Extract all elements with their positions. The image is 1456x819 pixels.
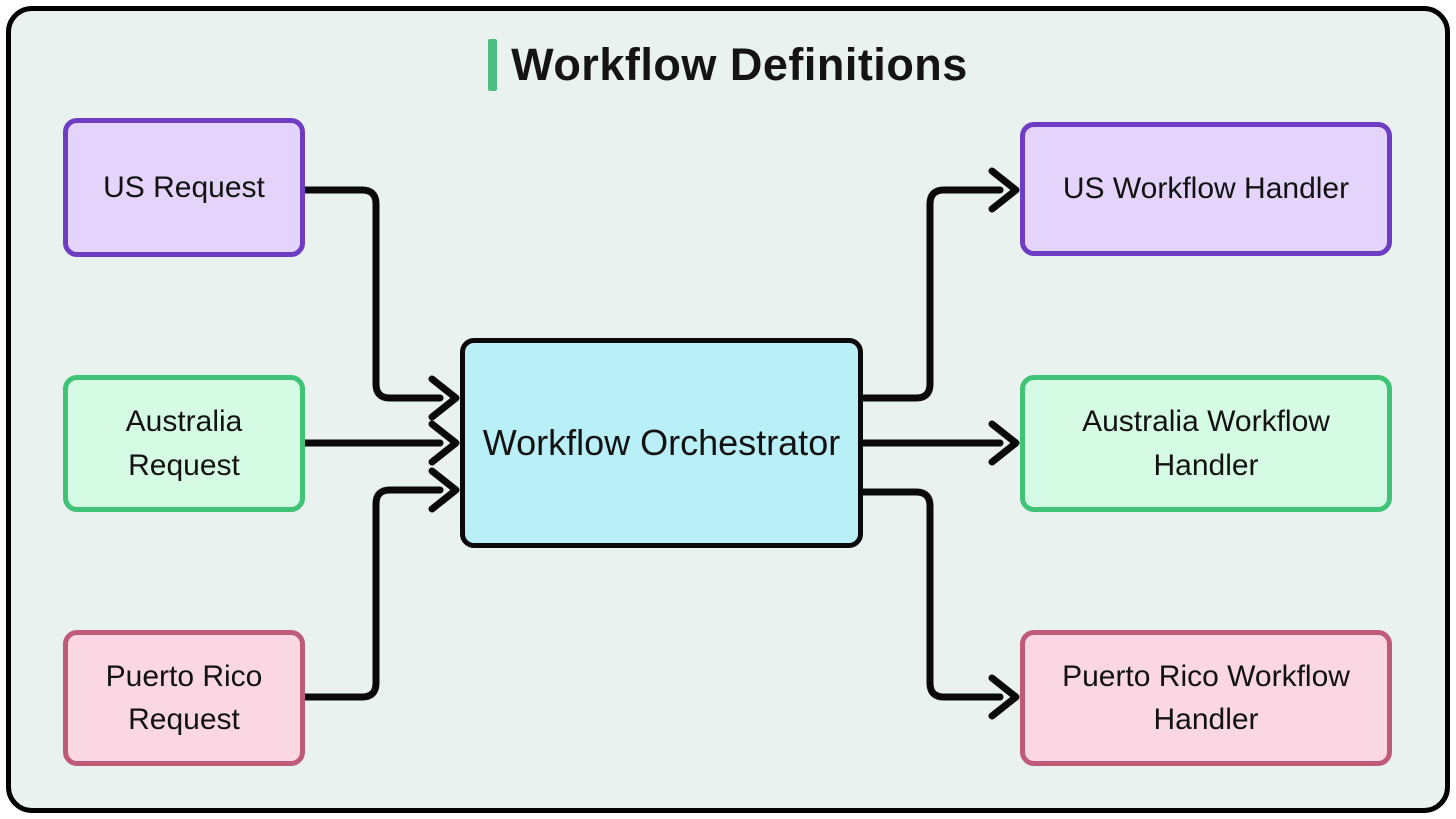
node-puerto-rico-workflow-handler-label: Puerto Rico Workflow Handler [1062, 659, 1350, 737]
node-us-request: US Request [63, 118, 305, 257]
node-workflow-orchestrator-label: Workflow Orchestrator [482, 422, 841, 464]
diagram-title-container: Workflow Definitions [11, 39, 1445, 91]
node-australia-request-label: Australia Request [125, 405, 243, 482]
node-puerto-rico-workflow-handler: Puerto Rico Workflow Handler [1020, 630, 1392, 766]
node-us-request-label: US Request [103, 170, 265, 204]
node-puerto-rico-request: Puerto Rico Request [63, 630, 305, 766]
title-accent-bar [488, 39, 498, 91]
node-us-workflow-handler: US Workflow Handler [1020, 122, 1392, 256]
node-australia-workflow-handler: Australia Workflow Handler [1020, 375, 1392, 512]
node-puerto-rico-request-label: Puerto Rico Request [105, 659, 263, 737]
node-australia-workflow-handler-label: Australia Workflow Handler [1082, 405, 1330, 482]
node-us-workflow-handler-label: US Workflow Handler [1062, 172, 1350, 206]
node-workflow-orchestrator: Workflow Orchestrator [460, 338, 863, 548]
node-australia-request: Australia Request [63, 375, 305, 512]
page-title: Workflow Definitions [511, 39, 968, 90]
